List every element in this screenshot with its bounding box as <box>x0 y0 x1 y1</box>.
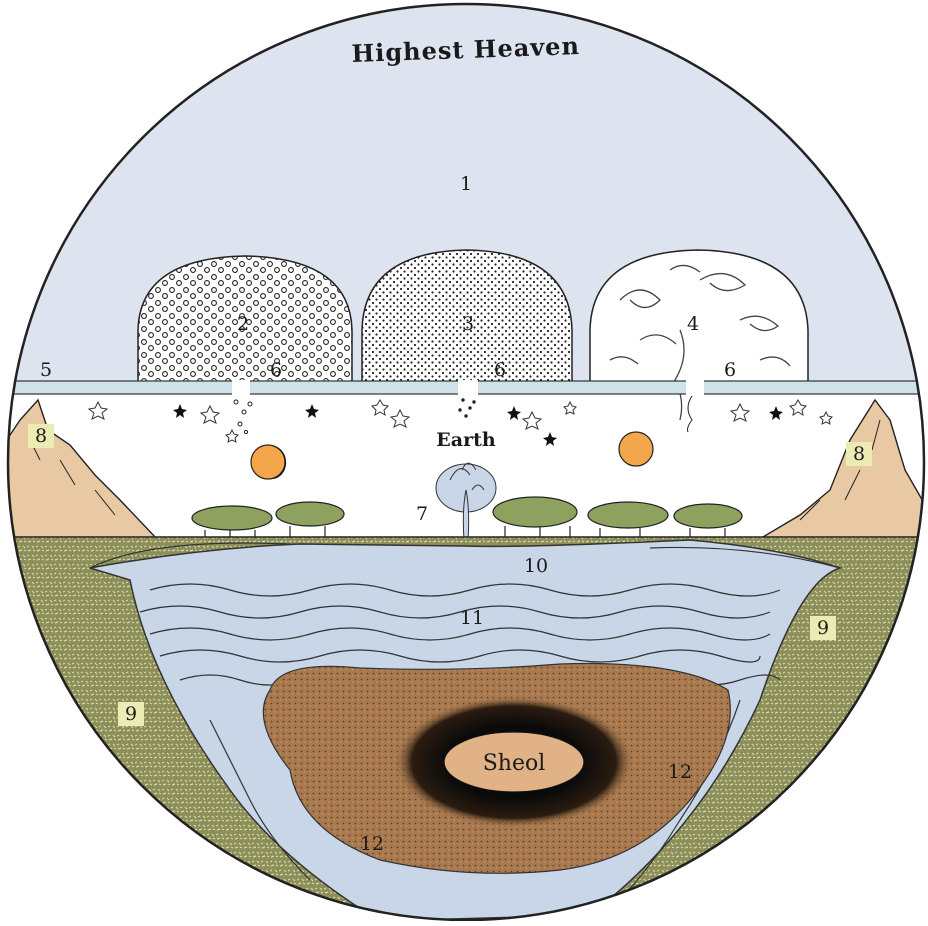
label-7: 7 <box>416 503 428 525</box>
label-6c: 6 <box>724 359 736 381</box>
label-5: 5 <box>40 359 52 381</box>
label-8a: 8 <box>35 425 47 447</box>
label-11: 11 <box>460 607 484 629</box>
label-4: 4 <box>687 313 699 335</box>
label-12b: 12 <box>360 833 384 855</box>
label-earth: Earth <box>436 429 496 451</box>
firmament-window-4[interactable] <box>686 380 704 395</box>
firmament-window-2[interactable] <box>232 380 250 395</box>
label-9a: 9 <box>817 617 829 639</box>
label-sheol: Sheol <box>483 751 546 776</box>
label-10: 10 <box>524 555 548 577</box>
label-12a: 12 <box>668 761 692 783</box>
label-2: 2 <box>237 313 249 335</box>
sun-icon <box>619 432 653 466</box>
label-6b: 6 <box>494 359 506 381</box>
moon-icon <box>251 445 286 479</box>
label-1: 1 <box>460 173 472 195</box>
label-9b: 9 <box>125 703 137 725</box>
label-8b: 8 <box>853 443 865 465</box>
firmament-window-3[interactable] <box>458 380 478 395</box>
label-6a: 6 <box>270 359 282 381</box>
label-3: 3 <box>462 313 474 335</box>
